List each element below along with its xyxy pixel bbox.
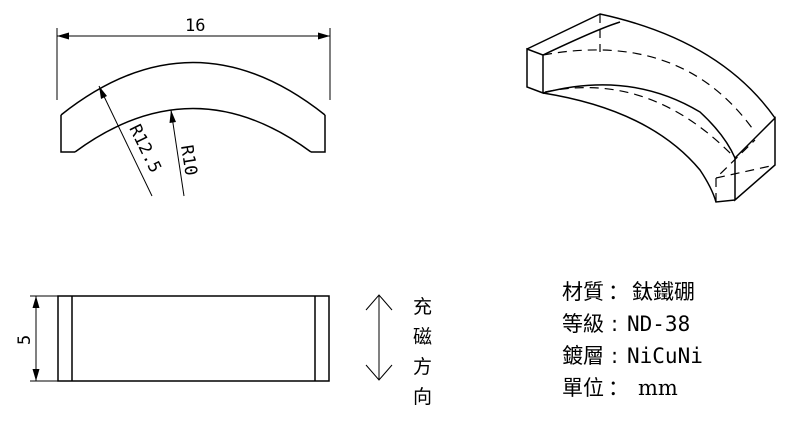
spec-grade-label: 等級 bbox=[562, 312, 604, 336]
isometric-view bbox=[526, 13, 776, 203]
outer-radius-leader bbox=[98, 85, 153, 197]
spec-grade-sep: : bbox=[611, 312, 618, 336]
hidden-edge-mid bbox=[544, 87, 736, 159]
thickness-arrow-bottom bbox=[32, 369, 40, 381]
inner-radius-arrow bbox=[169, 110, 176, 123]
direction-char-2: 磁 bbox=[413, 326, 432, 348]
magnetization-label: 充 磁 方 向 bbox=[413, 296, 432, 408]
thickness-label: 5 bbox=[15, 335, 35, 345]
spec-unit-label: 單位 bbox=[562, 376, 604, 400]
left-end bbox=[60, 115, 75, 153]
spec-material-sep: ： bbox=[608, 280, 629, 304]
spec-unit-sep: ： bbox=[608, 376, 629, 400]
spec-plating-label: 鍍層 bbox=[562, 344, 604, 368]
top-inner-edge-a bbox=[542, 21, 621, 56]
spec-unit-value: mm bbox=[638, 376, 678, 400]
spec-plating: 鍍層 : NiCuNi bbox=[562, 344, 703, 368]
outer-arc bbox=[60, 61, 326, 116]
width-label: 16 bbox=[185, 16, 205, 36]
direction-arrowhead-down bbox=[365, 364, 393, 381]
thickness-arrow-top bbox=[32, 296, 40, 308]
right-end bbox=[311, 115, 326, 153]
left-end-face bbox=[526, 47, 544, 95]
side-outline bbox=[57, 295, 330, 382]
direction-arrowhead-up bbox=[365, 294, 393, 311]
outer-radius-label: R12.5 bbox=[125, 121, 165, 176]
spec-plating-sep: : bbox=[611, 344, 618, 368]
top-outer-edge bbox=[526, 13, 776, 119]
inner-radius-leader bbox=[170, 109, 185, 197]
bottom-outer-edge bbox=[542, 92, 736, 203]
direction-char-1: 充 bbox=[413, 296, 432, 318]
bottom-front-edge bbox=[542, 84, 736, 159]
width-arrow-right bbox=[318, 32, 330, 40]
hidden-edge-top bbox=[542, 49, 753, 129]
spec-plating-value: NiCuNi bbox=[627, 344, 703, 368]
spec-material: 材質 ： 鈦鐵硼 bbox=[562, 280, 695, 304]
direction-char-4: 向 bbox=[413, 386, 432, 408]
spec-list: 材質 ： 鈦鐵硼 等級 : ND-38 鍍層 : NiCuNi 單位 ： mm bbox=[562, 280, 703, 400]
front-view: 16 R12.5 R10 bbox=[56, 16, 331, 197]
spec-material-label: 材質 bbox=[562, 280, 604, 304]
inner-arc bbox=[74, 107, 312, 153]
hidden-edge-front-b bbox=[715, 164, 776, 179]
spec-grade-value: ND-38 bbox=[627, 312, 690, 336]
spec-material-value: 鈦鐵硼 bbox=[632, 280, 695, 304]
right-end-face bbox=[734, 116, 776, 202]
direction-char-3: 方 bbox=[413, 356, 432, 378]
side-view: 5 bbox=[15, 295, 330, 382]
magnetization-arrow bbox=[365, 294, 393, 381]
inner-radius-label: R10 bbox=[176, 144, 201, 177]
outer-radius-arrow bbox=[99, 86, 107, 99]
spec-grade: 等級 : ND-38 bbox=[562, 312, 690, 336]
width-arrow-left bbox=[57, 32, 69, 40]
spec-unit: 單位 ： mm bbox=[562, 376, 678, 400]
